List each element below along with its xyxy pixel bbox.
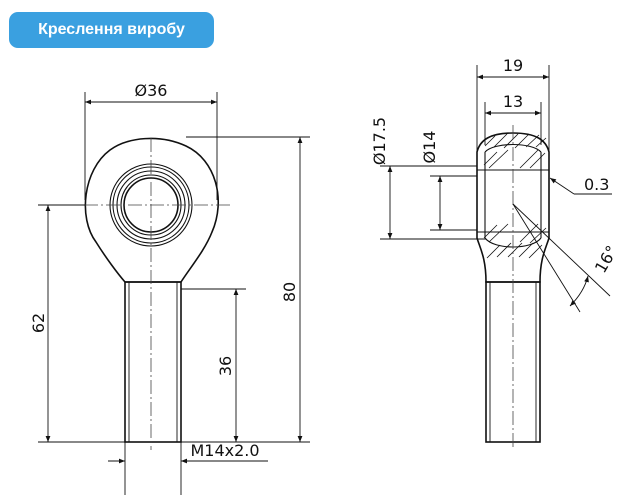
dim-width: 19: [503, 56, 523, 75]
threaded-shank: [124, 281, 182, 443]
rod-end-head-outline: [84, 137, 219, 283]
dim-outer-diameter: Ø36: [135, 81, 168, 100]
hatch-top: [483, 133, 547, 169]
dim-chamfer: 0.3: [584, 175, 609, 194]
dim-total-length: 80: [280, 282, 299, 302]
side-view: 19 13 Ø17.5 Ø14 0.3 16°: [370, 56, 622, 450]
dim-thread: M14x2.0: [190, 441, 259, 460]
dim-inner-width: 13: [503, 92, 523, 111]
hatch-bottom: [483, 223, 547, 259]
dim-ball-diameter: Ø17.5: [370, 117, 389, 165]
dim-shank-length: 36: [216, 356, 235, 376]
dim-bore-diameter: Ø14: [420, 131, 439, 164]
dim-tilt-angle: 16°: [591, 242, 622, 276]
front-view: Ø36 62 36 80 M14x2.0: [29, 81, 310, 495]
dim-center-to-end: 62: [29, 313, 48, 333]
drawing-tab[interactable]: Креслення виробу: [9, 12, 214, 48]
